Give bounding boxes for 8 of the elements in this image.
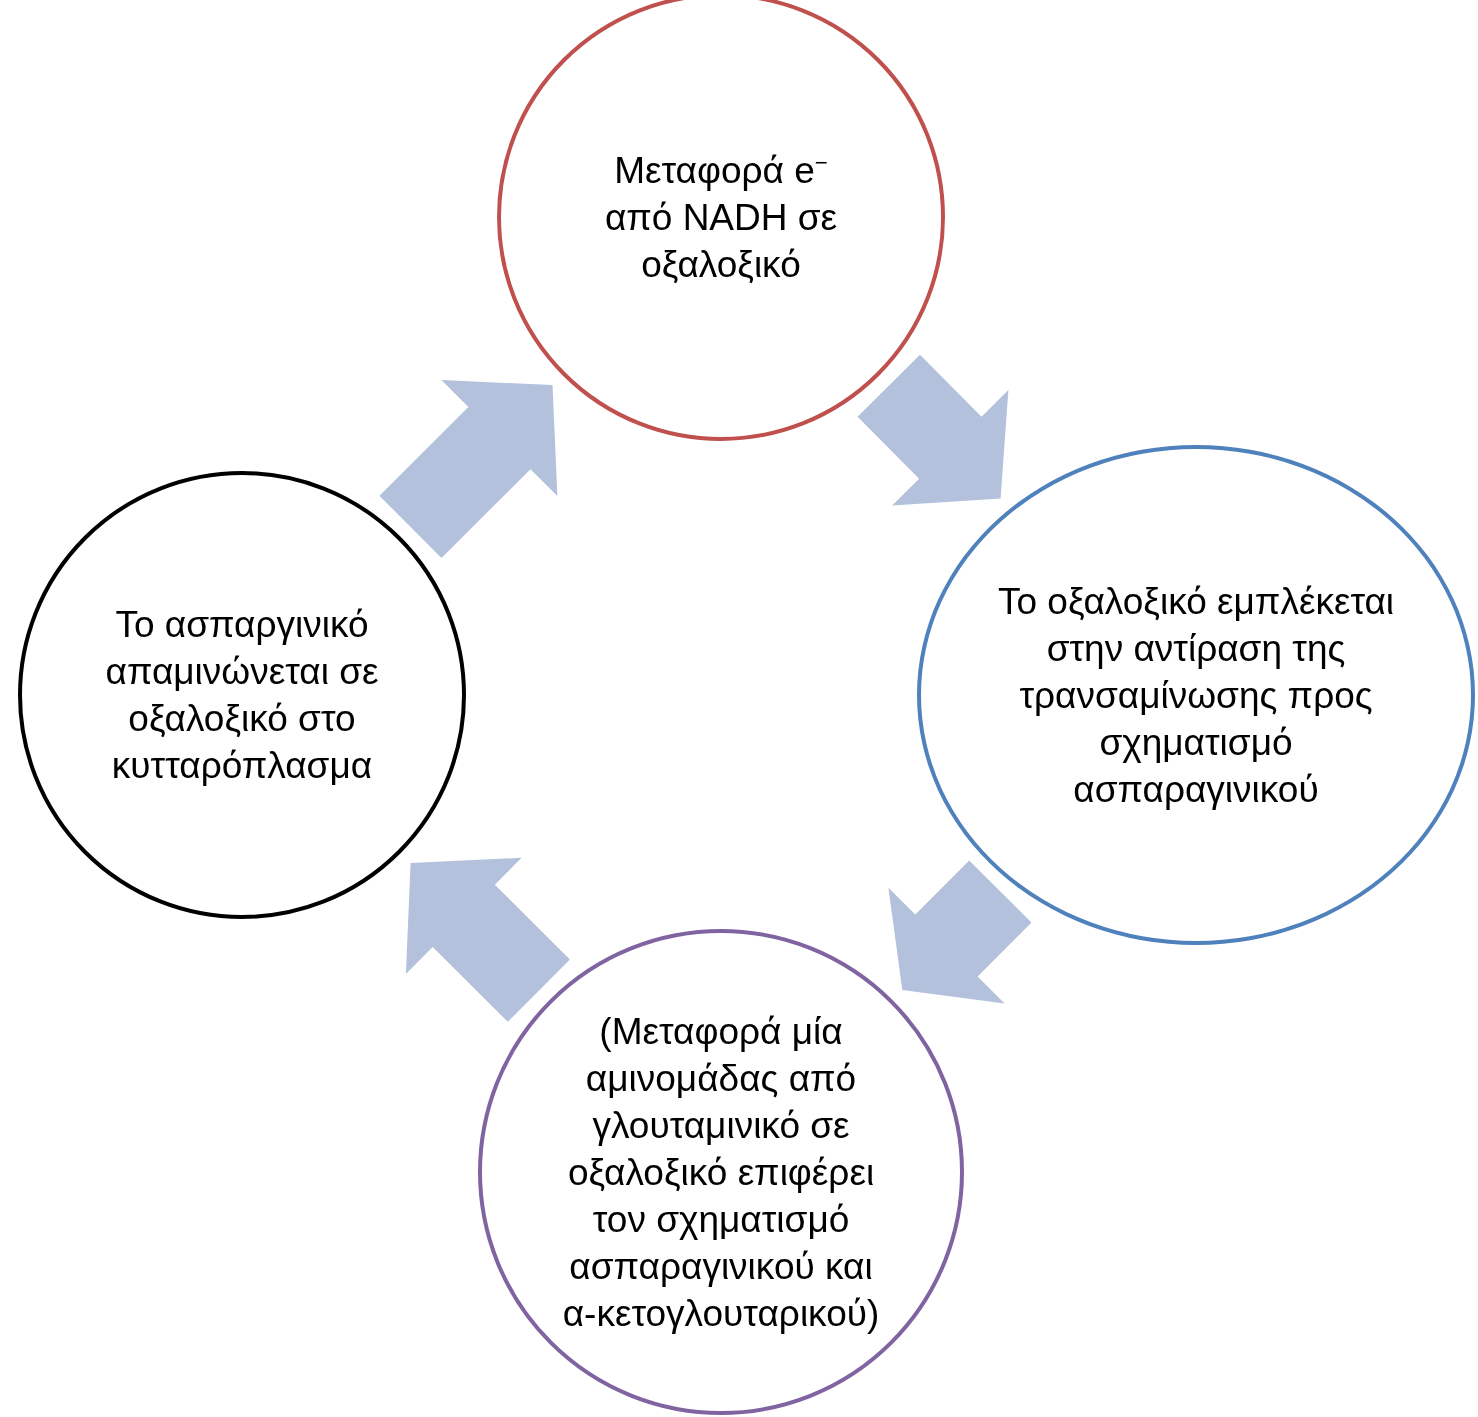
step-text: Μεταφορά e$^{−}$ από NADH σε οξαλοξικό (603, 148, 839, 287)
step-text: Το ασπαργινικό απαμινώνεται σε οξαλοξικό στο κυτταρόπλασμα (104, 603, 380, 788)
step-text: (Μεταφορά μία αμινομάδας από γλουταμινικό σε οξαλοξικό επιφέρει τον σχηματισμό ασπαραγινικού και α-κετογλουταρικού) (561, 1009, 881, 1336)
block-arrow (379, 380, 558, 558)
step-text: Το οξαλοξικό εμπλέκεται στην αντίραση της τρανσαμίνωσης προς σχηματισμό ασπαραγινικού (996, 579, 1396, 812)
block-arrow (405, 857, 570, 1022)
block-arrow (888, 860, 1032, 1004)
block-arrow (857, 354, 1009, 506)
